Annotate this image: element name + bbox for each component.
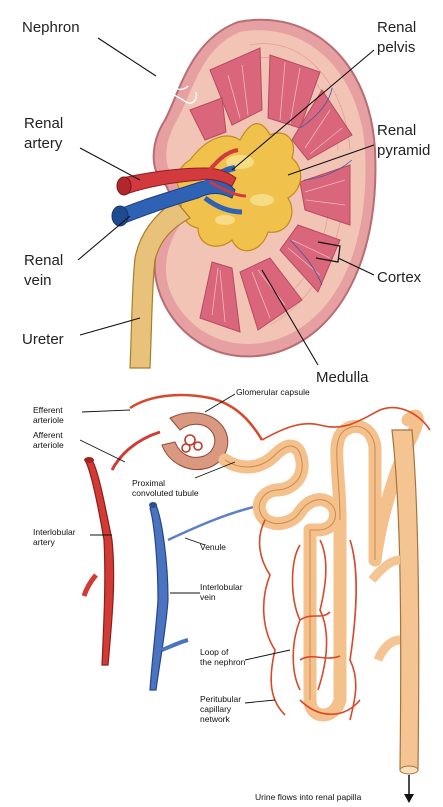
label-efferent-line2: arteriole bbox=[33, 415, 64, 425]
nephron-illustration bbox=[84, 395, 430, 803]
label-peritubular-line3: network bbox=[200, 714, 231, 724]
label-glomerular-capsule: Glomerular capsule bbox=[236, 387, 310, 397]
interlobular-vein bbox=[150, 505, 168, 690]
label-renal-vein-line1: Renal bbox=[24, 252, 63, 269]
label-renal-artery-line2: artery bbox=[24, 135, 63, 152]
label-nephron: Nephron bbox=[22, 19, 80, 36]
kidney-illustration bbox=[112, 20, 375, 368]
label-interlobular-vein-line2: vein bbox=[200, 592, 216, 602]
label-ureter: Ureter bbox=[22, 331, 64, 348]
label-afferent-line2: arteriole bbox=[33, 440, 64, 450]
label-renal-artery-line1: Renal bbox=[24, 115, 63, 132]
label-interlobular-artery-line2: artery bbox=[33, 537, 55, 547]
label-renal-pyramid-line1: Renal bbox=[377, 122, 416, 139]
label-venule: Venule bbox=[200, 542, 226, 552]
venule bbox=[168, 505, 262, 540]
label-interlobular-artery-line1: Interlobular bbox=[33, 527, 76, 537]
interlobular-artery bbox=[86, 460, 114, 665]
label-renal-pyramid-line2: pyramid bbox=[377, 142, 430, 159]
collecting-duct bbox=[392, 430, 419, 770]
label-urine-flow: Urine flows into renal papilla bbox=[255, 792, 362, 802]
label-proximal-line2: convoluted tubule bbox=[132, 488, 199, 498]
glomerular-capsule bbox=[162, 413, 228, 470]
label-interlobular-vein-line1: Interlobular bbox=[200, 582, 243, 592]
label-loop-line1: Loop of bbox=[200, 647, 229, 657]
label-peritubular-line2: capillary bbox=[200, 704, 232, 714]
label-efferent-line1: Efferent bbox=[33, 405, 63, 415]
label-cortex: Cortex bbox=[377, 269, 422, 286]
afferent-arteriole bbox=[112, 432, 160, 470]
label-renal-pelvis-line1: Renal bbox=[377, 19, 416, 36]
label-loop-line2: the nephron bbox=[200, 657, 246, 667]
label-proximal-line1: Proximal bbox=[132, 478, 165, 488]
label-renal-vein-line2: vein bbox=[24, 272, 52, 289]
label-afferent-line1: Afferent bbox=[33, 430, 63, 440]
label-peritubular-line1: Peritubular bbox=[200, 694, 241, 704]
label-medulla: Medulla bbox=[316, 369, 369, 386]
label-renal-pelvis-line2: pelvis bbox=[377, 39, 415, 56]
